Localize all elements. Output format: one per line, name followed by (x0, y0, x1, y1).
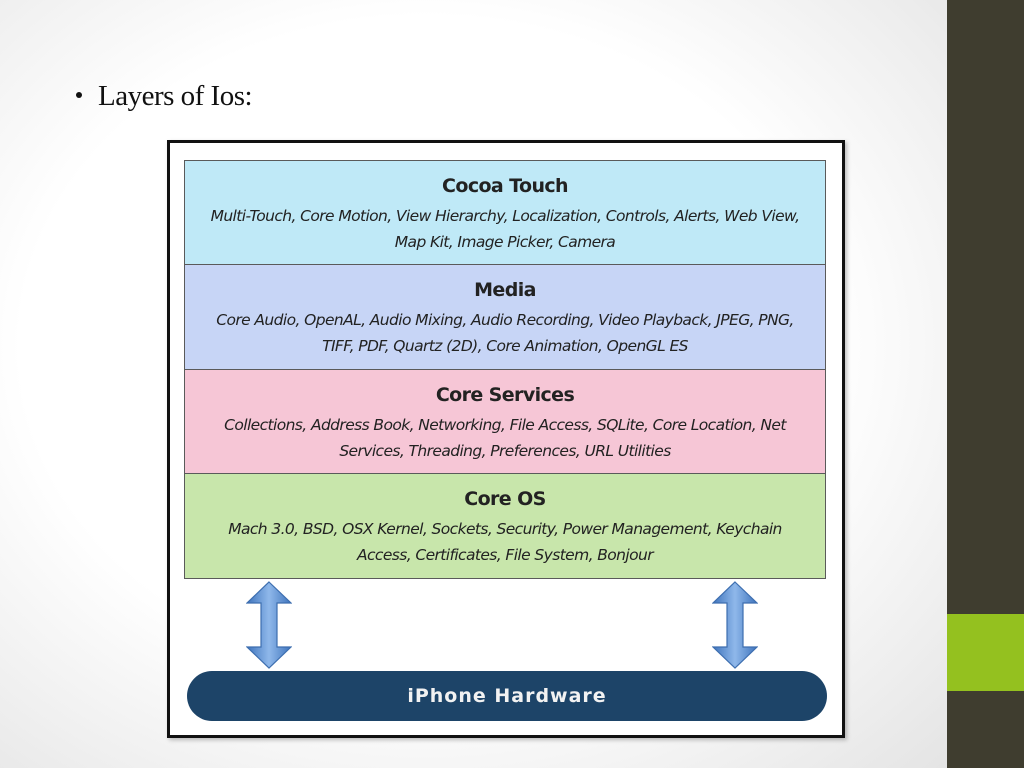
bullet-text: Layers of Ios: (98, 80, 253, 112)
double-arrow-right-icon (712, 581, 758, 669)
hardware-label: iPhone Hardware (407, 685, 607, 707)
accent-square (947, 614, 1024, 691)
ios-layers-diagram: Cocoa Touch Multi-Touch, Core Motion, Vi… (167, 140, 845, 738)
layer-core-services: Core Services Collections, Address Book,… (185, 370, 825, 474)
layer-description: Collections, Address Book, Networking, F… (224, 416, 786, 460)
layer-description: Mach 3.0, BSD, OSX Kernel, Sockets, Secu… (228, 520, 782, 564)
bullet-item: Layers of Ios: (76, 80, 253, 113)
layer-description: Multi-Touch, Core Motion, View Hierarchy… (210, 207, 800, 251)
hardware-bar: iPhone Hardware (187, 671, 827, 721)
slide-canvas: Layers of Ios: Cocoa Touch Multi-Touch, … (0, 0, 947, 768)
double-arrow-left-icon (246, 581, 292, 669)
layer-stack: Cocoa Touch Multi-Touch, Core Motion, Vi… (184, 160, 826, 579)
layer-title: Cocoa Touch (442, 175, 569, 197)
bullet-dot-icon (76, 92, 82, 99)
layer-title: Core Services (435, 384, 575, 406)
layer-title: Media (474, 279, 536, 301)
layer-title: Core OS (464, 488, 546, 510)
layer-cocoa-touch: Cocoa Touch Multi-Touch, Core Motion, Vi… (185, 161, 825, 265)
layer-core-os: Core OS Mach 3.0, BSD, OSX Kernel, Socke… (185, 474, 825, 578)
layer-description: Core Audio, OpenAL, Audio Mixing, Audio … (216, 311, 794, 355)
layer-media: Media Core Audio, OpenAL, Audio Mixing, … (185, 265, 825, 370)
